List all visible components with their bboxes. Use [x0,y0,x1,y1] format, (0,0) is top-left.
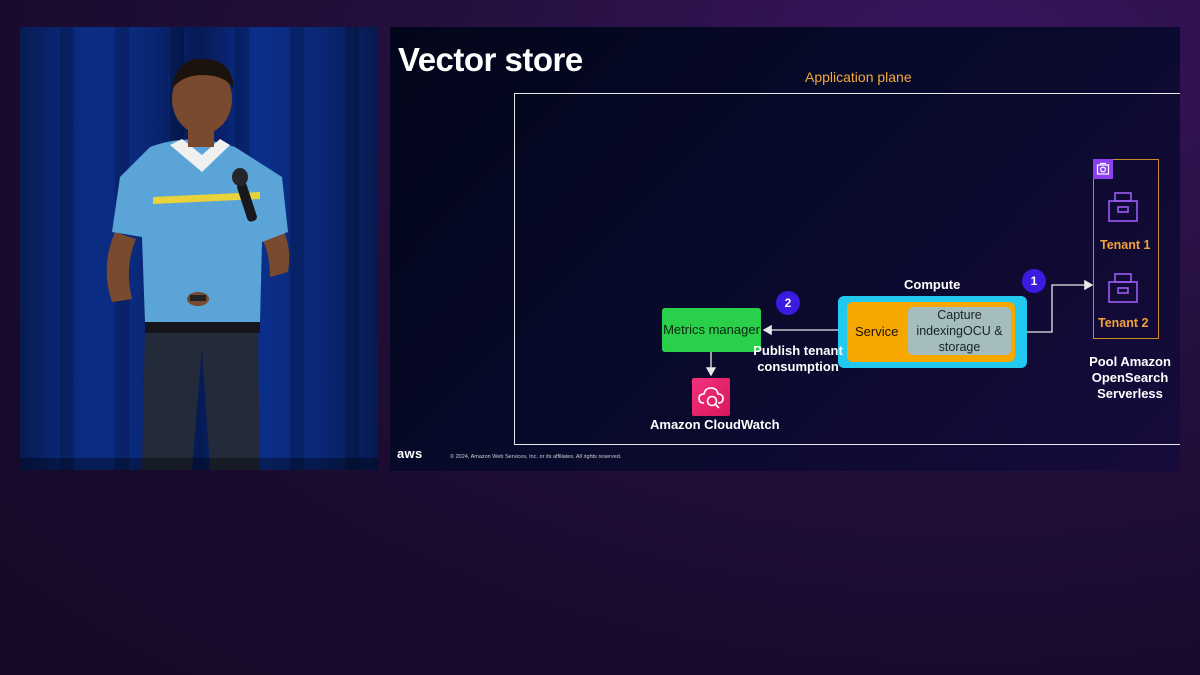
opensearch-icon [1093,159,1113,179]
compute-label: Compute [904,277,961,292]
tenant-2-archive-icon [1106,271,1140,310]
tenant-1-archive-icon [1106,190,1140,229]
step-1-badge: 1 [1022,269,1046,293]
opensearch-pool-box [1093,159,1159,339]
service-label: Service [855,324,899,339]
slide: Vector store Application plane Metrics m… [390,27,1180,471]
capture-to-pool-arrow [1015,279,1094,333]
speaker-figure [106,58,290,470]
aws-logo: aws [397,446,423,461]
speaker-video [20,27,378,470]
cloudwatch-label: Amazon CloudWatch [650,417,780,432]
application-plane-label: Application plane [805,69,912,85]
copyright-text: © 2024, Amazon Web Services, Inc. or its… [450,454,622,460]
cloudwatch-icon [692,378,730,416]
tenant-1-label: Tenant 1 [1100,238,1151,252]
connector-lines [705,279,1094,377]
publish-label: Publish tenant consumption [753,343,843,374]
step-2-badge: 2 [776,291,800,315]
slide-title: Vector store [398,41,583,78]
pool-label: Pool Amazon OpenSearch Serverless [1089,354,1171,401]
capture-box: Capture indexingOCU & storage [908,307,1011,355]
metrics-manager-box: Metrics manager [662,308,761,352]
tenant-2-label: Tenant 2 [1098,316,1149,330]
application-plane-box [514,93,1180,445]
